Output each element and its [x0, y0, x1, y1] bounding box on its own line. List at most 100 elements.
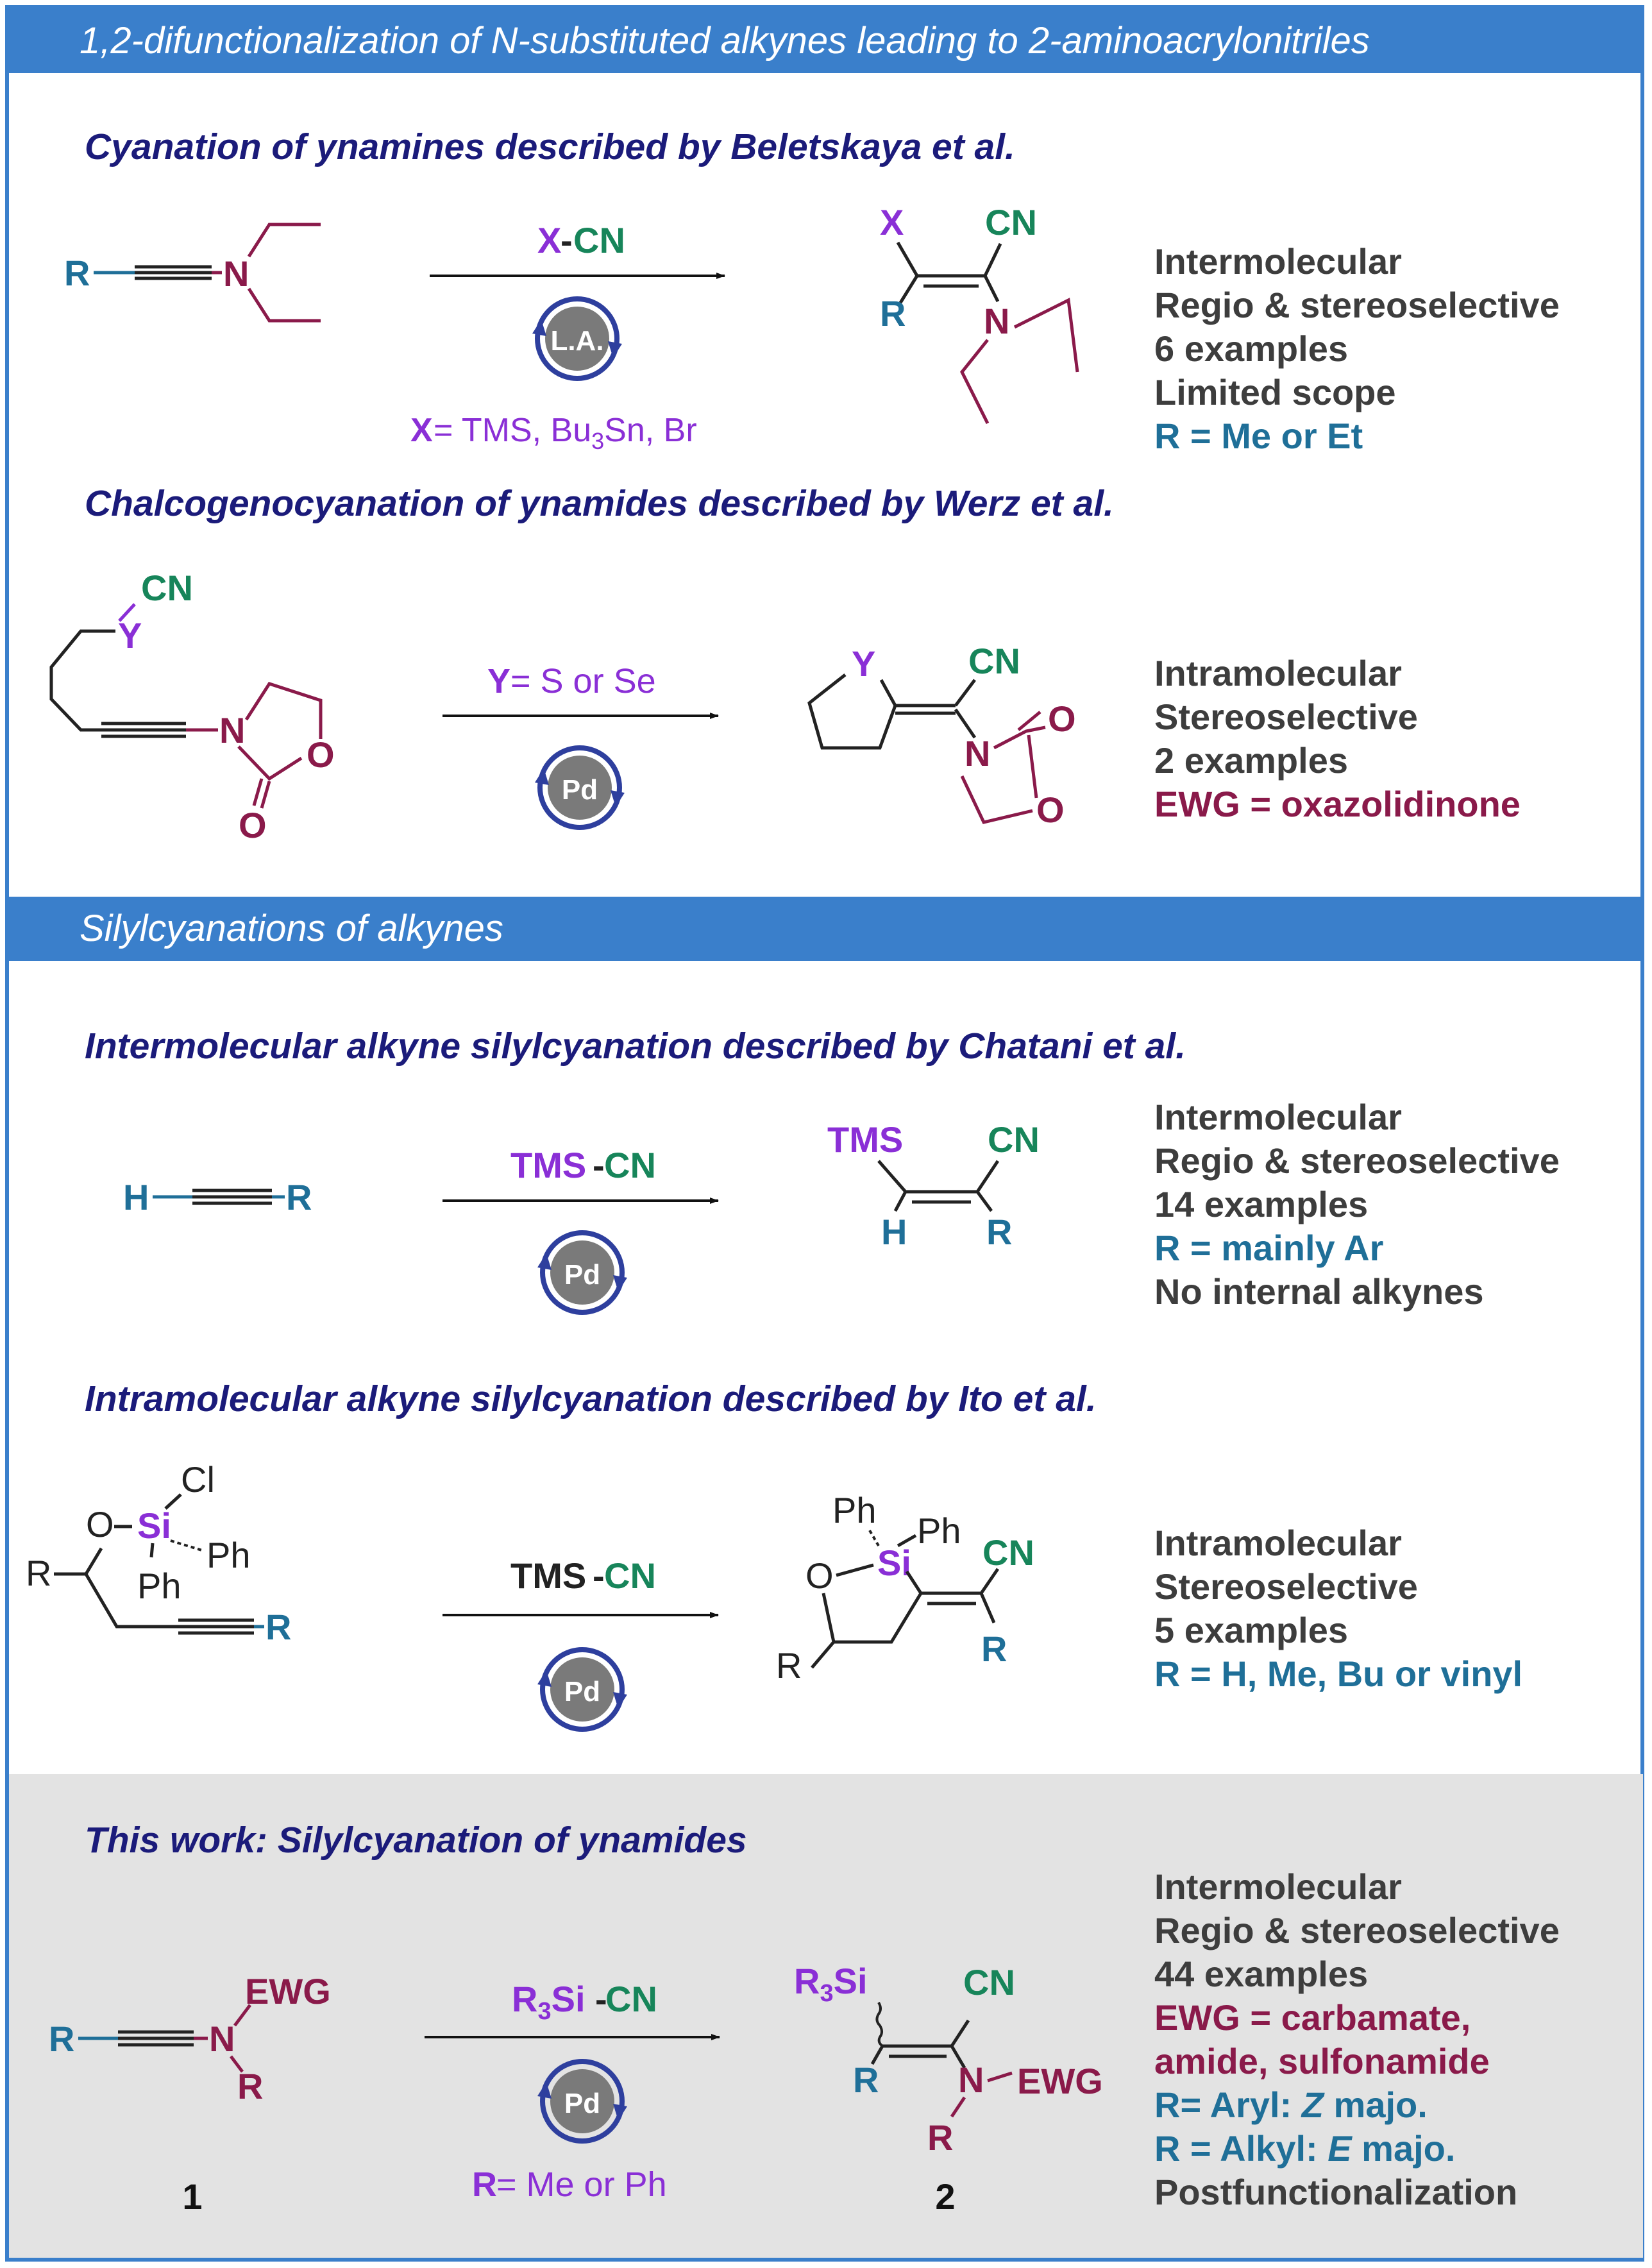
svg-text:= Me or Ph: = Me or Ph: [496, 2165, 667, 2204]
catalyst-label: Pd: [564, 1676, 600, 1707]
atom-N: N: [209, 2018, 235, 2059]
reagent-CN: CN: [604, 1145, 656, 1185]
note-line: Postfunctionalization: [1154, 2172, 1518, 2212]
title-this-work: This work: Silylcyanation of ynamides: [85, 1820, 747, 1861]
note-line: R = H, Me, Bu or vinyl: [1154, 1654, 1523, 1694]
title-beletskaya: Cyanation of ynamines described by Belet…: [85, 126, 1015, 167]
atom-R: R: [981, 1629, 1007, 1669]
atom-N: N: [223, 253, 249, 294]
atom-O: O: [239, 805, 267, 845]
catalyst-label: Pd: [564, 1259, 600, 1291]
atom-EWG: EWG: [1017, 2061, 1103, 2101]
note-line: Regio & stereoselective: [1154, 1140, 1560, 1181]
scheme-this-work: R N EWG R 1 R3Si - CN Pd R = Me or Ph R3…: [49, 1961, 1103, 2217]
title-chatani: Intermolecular alkyne silylcyanation des…: [85, 1026, 1186, 1067]
atom-H: H: [881, 1212, 907, 1252]
atom-N: N: [219, 710, 245, 750]
atom-R3Si: R3Si: [794, 1961, 868, 2007]
atom-EWG: EWG: [245, 1971, 331, 2011]
atom-R: R: [880, 293, 906, 334]
atom-Si: Si: [137, 1505, 171, 1546]
atom-R: R: [237, 2066, 263, 2106]
atom-CN: CN: [988, 1119, 1040, 1160]
atom-Ph: Ph: [832, 1490, 877, 1530]
atom-Ph: Ph: [137, 1566, 181, 1606]
atom-O: O: [86, 1504, 114, 1544]
atom-R: R: [266, 1607, 291, 1647]
compound-2-label: 2: [935, 2176, 955, 2217]
note-line: Limited scope: [1154, 372, 1396, 412]
atom-R: R: [49, 2018, 74, 2059]
reagent-Y: Y: [487, 662, 510, 700]
notes-this-work: Intermolecular Regio & stereoselective 4…: [1154, 1865, 1560, 2214]
svg-text:= S or Se: = S or Se: [510, 662, 656, 700]
scheme-ito: R O Si Cl Ph Ph R TMS - CN Pd Ph Ph Si O…: [26, 1459, 1034, 1729]
atom-O: O: [1036, 790, 1065, 830]
svg-text:= TMS, Bu3Sn, Br: = TMS, Bu3Sn, Br: [434, 412, 697, 454]
scheme-werz: CN Y N O O Y = S or Se Pd Y CN N O O: [49, 568, 1076, 845]
note-line: Regio & stereoselective: [1154, 285, 1560, 325]
catalyst-label: L.A.: [550, 325, 603, 357]
atom-TMS: TMS: [827, 1119, 903, 1160]
atom-CN: CN: [985, 202, 1037, 242]
banner-difunctionalization: 1,2-difunctionalization of N-substituted…: [9, 9, 1643, 73]
compound-1-label: 1: [182, 2176, 202, 2217]
note-line: 6 examples: [1154, 328, 1348, 369]
catalyst-label: Pd: [564, 2088, 600, 2119]
this-work-background: [9, 1774, 1643, 2258]
note-line: Intermolecular: [1154, 1097, 1402, 1137]
note-line: Stereoselective: [1154, 697, 1418, 737]
reagent-TMS: TMS: [510, 1145, 586, 1185]
note-line: 44 examples: [1154, 1954, 1369, 1994]
note-line: 2 examples: [1154, 740, 1348, 781]
atom-R: R: [286, 1177, 312, 1217]
title-werz: Chalcogenocyanation of ynamides describe…: [85, 483, 1114, 524]
atom-CN: CN: [968, 641, 1020, 681]
note-line: Regio & stereoselective: [1154, 1910, 1560, 1951]
note-line: EWG = carbamate,: [1154, 1997, 1471, 2038]
svg-text:-: -: [595, 1979, 607, 2019]
atom-Si: Si: [877, 1543, 911, 1583]
banner-silylcyanations: Silylcyanations of alkynes: [9, 897, 1643, 961]
atom-O: O: [1048, 698, 1076, 739]
note-line: No internal alkynes: [1154, 1271, 1484, 1312]
atom-R: R: [927, 2117, 953, 2158]
atom-R: R: [986, 1212, 1012, 1252]
condition-X: X: [410, 412, 433, 449]
atom-R: R: [776, 1645, 802, 1686]
atom-Cl: Cl: [181, 1459, 215, 1500]
catalyst-label: Pd: [562, 774, 598, 806]
atom-H: H: [123, 1177, 149, 1217]
notes-werz: Intramolecular Stereoselective 2 example…: [1154, 652, 1521, 826]
note-line: 14 examples: [1154, 1184, 1369, 1224]
note-line: Intramolecular: [1154, 1523, 1402, 1563]
note-line: R = Alkyl: E majo.: [1154, 2128, 1456, 2169]
note-line: R= Aryl: Z majo.: [1154, 2085, 1428, 2125]
note-line: Stereoselective: [1154, 1566, 1418, 1607]
note-line: Intramolecular: [1154, 653, 1402, 693]
reagent-CN: CN: [604, 1555, 656, 1596]
svg-text:-: -: [593, 1145, 605, 1185]
atom-N: N: [984, 301, 1009, 341]
atom-N: N: [958, 2060, 984, 2100]
notes-ito: Intramolecular Stereoselective 5 example…: [1154, 1521, 1522, 1696]
svg-text:-: -: [560, 220, 573, 260]
svg-text:-: -: [593, 1555, 605, 1596]
note-line: R = Me or Et: [1154, 416, 1363, 456]
reagent-X: X: [537, 220, 561, 260]
atom-CN: CN: [963, 1962, 1015, 2002]
reagent-R3Si: R3Si: [512, 1979, 586, 2025]
note-line: amide, sulfonamide: [1154, 2041, 1490, 2081]
atom-O: O: [805, 1555, 834, 1596]
reagent-CN: CN: [605, 1979, 657, 2019]
title-ito: Intramolecular alkyne silylcyanation des…: [85, 1378, 1097, 1419]
atom-O: O: [307, 734, 335, 775]
atom-N: N: [965, 733, 990, 774]
note-line: Intermolecular: [1154, 241, 1402, 282]
note-line: R = mainly Ar: [1154, 1228, 1384, 1268]
atom-R: R: [853, 2060, 879, 2100]
notes-chatani: Intermolecular Regio & stereoselective 1…: [1154, 1096, 1560, 1314]
atom-R: R: [26, 1553, 51, 1593]
note-line: 5 examples: [1154, 1610, 1348, 1650]
